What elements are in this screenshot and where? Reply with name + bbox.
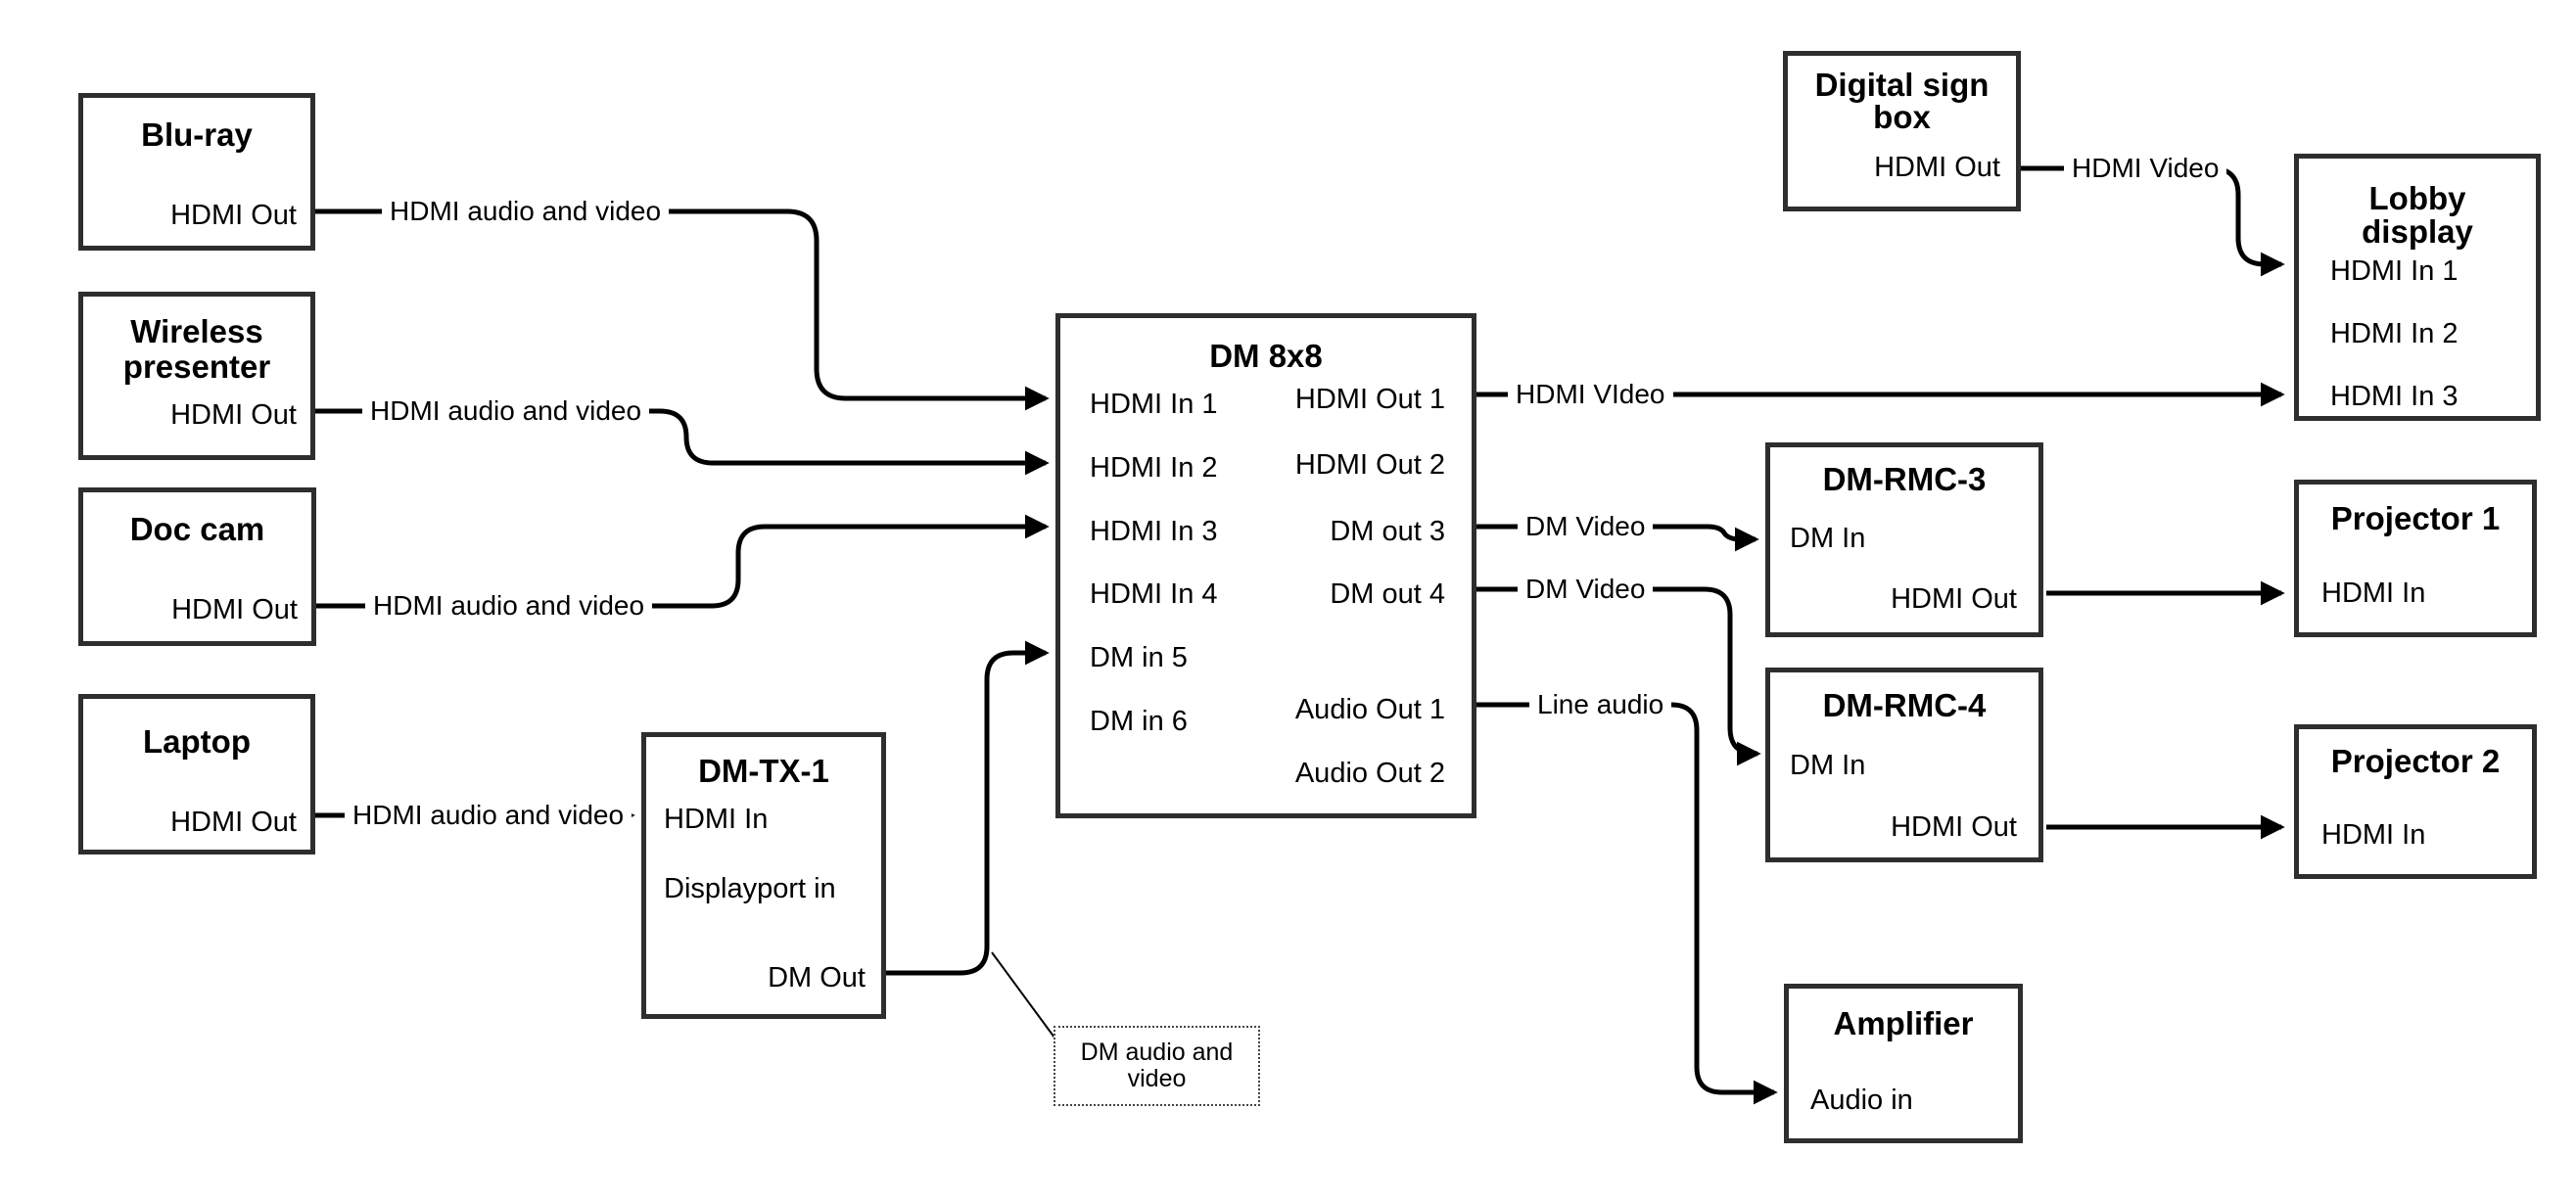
port-dmtx1-hdmi-in: HDMI In <box>664 804 769 835</box>
port-amp-audio-in: Audio in <box>1810 1085 1913 1116</box>
node-lobby-display: Lobby display HDMI In 1 HDMI In 2 HDMI I… <box>2294 154 2541 421</box>
node-dm-rmc-3: DM-RMC-3 DM In HDMI Out <box>1765 442 2043 637</box>
node-doc-cam: Doc cam HDMI Out <box>78 487 316 646</box>
node-digital-sign-box: Digital sign box HDMI Out <box>1783 51 2021 211</box>
node-title: DM-RMC-4 <box>1822 687 1987 723</box>
node-title: Amplifier <box>1833 1005 1974 1041</box>
wire-label-hdmi-video-signbox: HDMI Video <box>2064 154 2227 183</box>
port-dmtx1-dm-out: DM Out <box>768 962 866 993</box>
port-dm8x8-audio-out-1: Audio Out 1 <box>1294 694 1445 725</box>
wire-bluray-to-dm8x8-in1 <box>315 208 1050 411</box>
node-wireless-presenter: Wireless presenter HDMI Out <box>78 292 315 460</box>
port-dm8x8-hdmi-out-1: HDMI Out 1 <box>1294 384 1445 415</box>
port-proj2-hdmi-in: HDMI In <box>2321 819 2426 851</box>
port-dmtx1-displayport-in: Displayport in <box>664 873 836 904</box>
port-dm8x8-dm-in-5: DM in 5 <box>1090 642 1188 673</box>
node-title: Laptop <box>143 723 251 760</box>
node-title: Blu-ray <box>141 116 253 153</box>
port-lobby-hdmi-in-1: HDMI In 1 <box>2330 255 2459 287</box>
node-title: DM 8x8 <box>1209 338 1323 374</box>
node-dm-tx-1: DM-TX-1 HDMI In Displayport in DM Out <box>641 732 886 1019</box>
wire-label-laptop: HDMI audio and video <box>345 801 632 830</box>
wire-label-dm-video-out4: DM Video <box>1518 575 1654 604</box>
port-dmrmc3-hdmi-out: HDMI Out <box>1891 583 2017 615</box>
node-title: Digital sign box <box>1814 67 1990 135</box>
callout-text: DM audio and video <box>1080 1039 1234 1092</box>
port-dm8x8-hdmi-in-1: HDMI In 1 <box>1090 389 1218 420</box>
port-dm8x8-audio-out-2: Audio Out 2 <box>1294 758 1445 789</box>
node-laptop: Laptop HDMI Out <box>78 694 315 855</box>
node-projector-2: Projector 2 HDMI In <box>2294 724 2537 879</box>
port-proj1-hdmi-in: HDMI In <box>2321 577 2426 609</box>
port-dm8x8-dm-out-4: DM out 4 <box>1330 578 1445 610</box>
port-dm8x8-dm-out-3: DM out 3 <box>1330 516 1445 547</box>
wire-dm8x8-out3-to-dmrmc3 <box>1476 524 1759 552</box>
wire-label-bluray: HDMI audio and video <box>382 197 670 226</box>
wire-dmtx1-to-dm8x8-in5 <box>886 640 1050 976</box>
port-signbox-hdmi-out: HDMI Out <box>1874 152 2000 183</box>
node-title: Lobby display <box>2362 180 2473 250</box>
wire-label-line-audio: Line audio <box>1529 690 1672 719</box>
wire-doccam-to-dm8x8-in3 <box>316 514 1050 609</box>
node-amplifier: Amplifier Audio in <box>1784 984 2023 1143</box>
wire-label-wireless: HDMI audio and video <box>362 396 650 426</box>
wire-label-dm-video-out3: DM Video <box>1518 512 1654 541</box>
node-dm-rmc-4: DM-RMC-4 DM In HDMI Out <box>1765 668 2043 862</box>
wire-dm8x8-aout1-to-amp <box>1476 702 1778 1105</box>
wire-wireless-to-dm8x8-in2 <box>315 408 1050 476</box>
callout-leader-line <box>991 951 1055 1039</box>
node-title: Projector 2 <box>2330 743 2501 779</box>
node-bluray: Blu-ray HDMI Out <box>78 93 315 251</box>
callout-dm-audio-and-video: DM audio and video <box>1054 1026 1260 1106</box>
port-dmrmc3-dm-in: DM In <box>1790 523 1866 554</box>
port-bluray-hdmi-out: HDMI Out <box>170 200 297 231</box>
node-dm-8x8: DM 8x8 HDMI In 1 HDMI In 2 HDMI In 3 HDM… <box>1055 313 1476 818</box>
node-title: Projector 1 <box>2330 500 2501 536</box>
wire-label-hdmi-video-out1: HDMI VIdeo <box>1508 380 1673 409</box>
node-projector-1: Projector 1 HDMI In <box>2294 480 2537 637</box>
port-dm8x8-hdmi-in-4: HDMI In 4 <box>1090 578 1218 610</box>
port-dm8x8-dm-in-6: DM in 6 <box>1090 706 1188 737</box>
port-lobby-hdmi-in-3: HDMI In 3 <box>2330 381 2459 412</box>
port-dmrmc4-dm-in: DM In <box>1790 750 1866 781</box>
node-title: Doc cam <box>129 511 265 547</box>
port-dmrmc4-hdmi-out: HDMI Out <box>1891 811 2017 843</box>
port-dm8x8-hdmi-in-2: HDMI In 2 <box>1090 452 1218 484</box>
port-lobby-hdmi-in-2: HDMI In 2 <box>2330 318 2459 349</box>
port-laptop-hdmi-out: HDMI Out <box>170 807 297 838</box>
node-title: Wireless presenter <box>122 313 271 385</box>
port-wireless-hdmi-out: HDMI Out <box>170 399 297 431</box>
port-doccam-hdmi-out: HDMI Out <box>171 594 298 625</box>
node-title: DM-TX-1 <box>698 753 829 789</box>
port-dm8x8-hdmi-in-3: HDMI In 3 <box>1090 516 1218 547</box>
wire-label-doccam: HDMI audio and video <box>365 591 653 621</box>
wire-dm8x8-out4-to-dmrmc4 <box>1476 586 1761 766</box>
port-dm8x8-hdmi-out-2: HDMI Out 2 <box>1294 449 1445 481</box>
node-title: DM-RMC-3 <box>1822 461 1987 497</box>
